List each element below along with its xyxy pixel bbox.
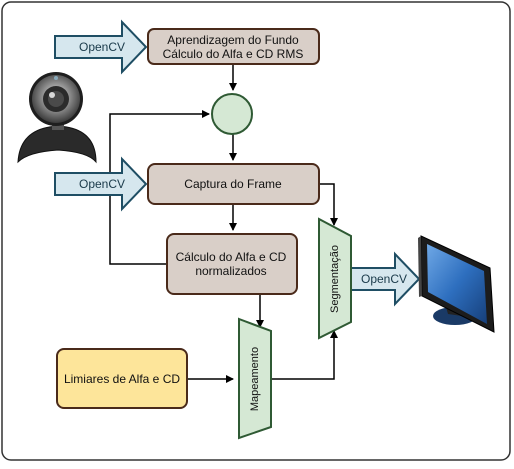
segmentacao-label: Segmentação [329,245,341,313]
diagram-frame [1,1,511,461]
connector-mapeamento-to-segmentacao [271,330,338,380]
calculo-line2: normalizados [195,264,266,278]
merge-circle [211,93,253,135]
mapeamento-label: Mapeamento [249,347,261,411]
captura-label: Captura do Frame [184,177,282,191]
opencv-arrow-mid: OpenCV [54,156,148,212]
connector-captura-to-segmentacao [319,183,338,226]
opencv-label-top: OpenCV [79,40,125,54]
monitor-icon [418,235,495,333]
box-captura: Captura do Frame [147,163,320,205]
opencv-label-mid: OpenCV [79,177,125,191]
calculo-line1: Cálculo do Alfa e CD [176,250,287,264]
limiares-label: Limiares de Alfa e CD [64,372,180,386]
aprendizagem-line2: Cálculo do Alfa e CD RMS [163,47,304,61]
webcam-icon [17,72,97,164]
opencv-arrow-top: OpenCV [54,19,148,75]
aprendizagem-line1: Aprendizagem do Fundo [167,33,299,47]
trapezoid-mapeamento: Mapeamento [238,317,272,440]
opencv-label-out: OpenCV [361,272,407,286]
box-calculo: Cálculo do Alfa e CD normalizados [166,233,298,295]
box-limiares: Limiares de Alfa e CD [56,348,188,409]
opencv-arrow-out: OpenCV [350,251,421,307]
box-aprendizagem: Aprendizagem do Fundo Cálculo do Alfa e … [147,28,320,65]
trapezoid-segmentacao: Segmentação [318,217,352,340]
